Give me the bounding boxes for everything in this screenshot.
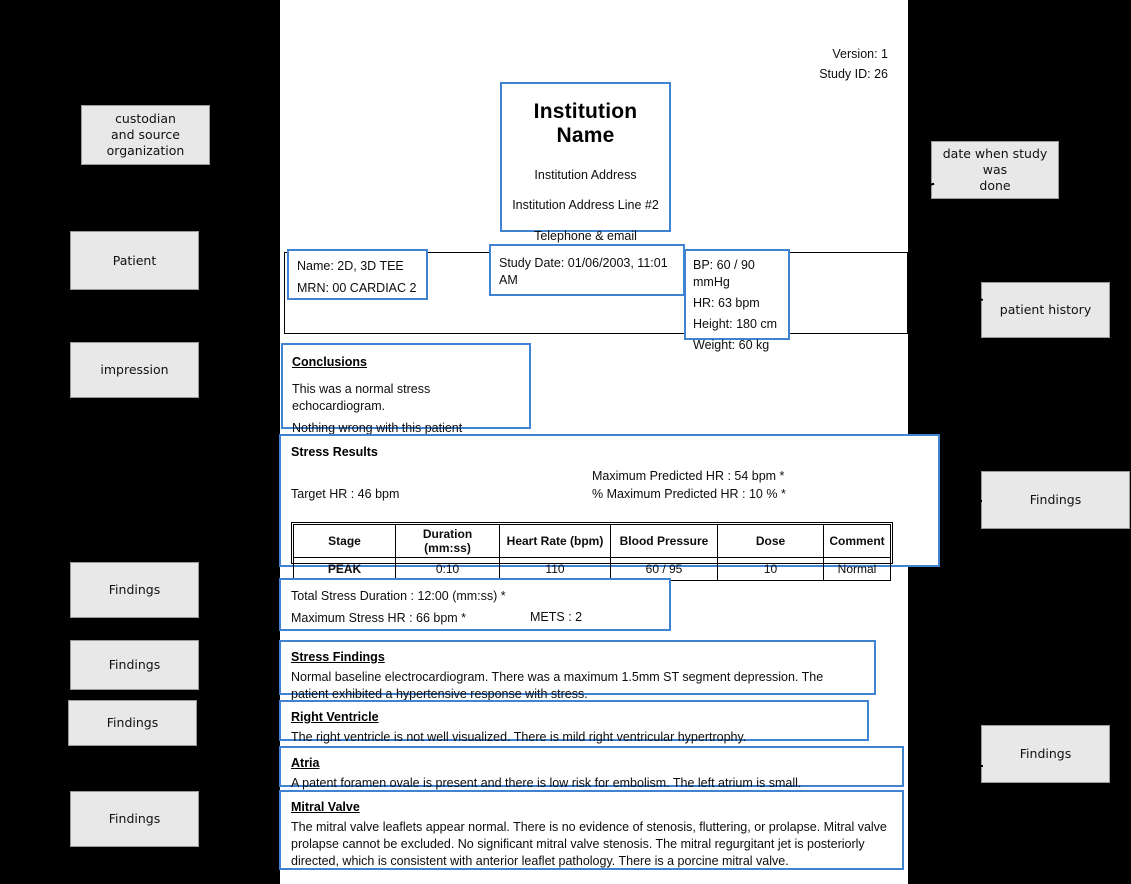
stress-results-table-wrapper: Stage Duration (mm:ss) Heart Rate (bpm) … xyxy=(291,522,893,581)
stress-pct-max-predicted-hr: % Maximum Predicted HR : 10 % * xyxy=(592,487,786,501)
callout-label: Findings xyxy=(1019,746,1072,761)
callout-label: Findings xyxy=(108,657,161,672)
connector-findings-left-2 xyxy=(199,665,281,667)
callout-patient: Patient xyxy=(70,231,199,290)
vitals-bp: BP: 60 / 90 mmHg xyxy=(693,258,755,289)
study-date-block: Study Date: 01/06/2003, 11:01 AM xyxy=(489,244,685,296)
report-page: Version: 1 Study ID: 26 Institution Name… xyxy=(279,0,940,884)
connector-findings-left-4 xyxy=(199,818,281,820)
connector-patient xyxy=(199,271,283,273)
callout-findings-2: Findings xyxy=(70,640,199,690)
institution-name: Institution Name xyxy=(533,100,638,147)
connector-date-study-done xyxy=(904,182,935,192)
mitral-valve-heading: Mitral Valve xyxy=(291,800,360,814)
callout-findings-right-2: Findings xyxy=(981,725,1110,783)
cell-duration: 0:10 xyxy=(395,557,500,581)
stress-findings-block: Stress Findings Normal baseline electroc… xyxy=(279,640,876,701)
cell-heart-rate: 110 xyxy=(499,557,611,581)
stress-summary-block: Total Stress Duration : 12:00 (mm:ss) * … xyxy=(279,578,671,631)
institution-address-1: Institution Address xyxy=(534,168,637,182)
atria-body: A patent foramen ovale is present and th… xyxy=(291,776,802,790)
callout-label: Findings xyxy=(1029,492,1082,507)
maximum-stress-hr: Maximum Stress HR : 66 bpm * xyxy=(291,610,467,625)
vitals-weight: Weight: 60 kg xyxy=(693,337,770,352)
cell-comment: Normal xyxy=(823,557,891,581)
right-ventricle-heading: Right Ventricle xyxy=(291,710,379,724)
callout-label: Patient xyxy=(112,252,157,268)
mets: METS : 2 xyxy=(530,610,583,624)
col-duration: Duration (mm:ss) xyxy=(395,524,500,558)
connector-findings-right-1 xyxy=(938,500,982,502)
table-header-row: Stage Duration (mm:ss) Heart Rate (bpm) … xyxy=(293,524,891,558)
callout-label: impression xyxy=(100,362,169,377)
atria-block: Atria A patent foramen ovale is present … xyxy=(279,746,904,790)
stress-findings-body: Normal baseline electrocardiogram. There… xyxy=(291,670,824,701)
callout-findings-right-1: Findings xyxy=(981,471,1130,529)
right-ventricle-block: Right Ventricle The right ventricle is n… xyxy=(279,700,869,744)
connector-impression xyxy=(199,372,281,374)
vitals-height: Height: 180 cm xyxy=(693,316,778,331)
connector-findings-left-3 xyxy=(197,723,281,725)
col-comment: Comment xyxy=(823,524,891,558)
institution-address-2: Institution Address Line #2 xyxy=(512,198,659,212)
col-heart-rate: Heart Rate (bpm) xyxy=(499,524,611,558)
cell-blood-pressure: 60 / 95 xyxy=(610,557,718,581)
callout-label: patient history xyxy=(999,302,1092,317)
callout-findings-3: Findings xyxy=(68,700,197,746)
right-ventricle-body: The right ventricle is not well visualiz… xyxy=(291,730,747,744)
atria-heading: Atria xyxy=(291,756,320,770)
study-id-label: Study ID: 26 xyxy=(819,67,888,81)
col-dose: Dose xyxy=(717,524,824,558)
connector-findings-right-2 xyxy=(903,765,983,767)
patient-mrn: MRN: 00 CARDIAC 2 xyxy=(297,280,417,295)
callout-impression: impression xyxy=(70,342,199,398)
cell-dose: 10 xyxy=(717,557,824,581)
stress-results-heading: Stress Results xyxy=(291,445,378,459)
vitals-block: BP: 60 / 90 mmHg HR: 63 bpm Height: 180 … xyxy=(684,249,790,352)
stress-max-predicted-hr: Maximum Predicted HR : 54 bpm * xyxy=(592,469,785,483)
stress-results-table: Stage Duration (mm:ss) Heart Rate (bpm) … xyxy=(293,524,891,581)
callout-patient-history: patient history xyxy=(981,282,1110,338)
patient-identity-block: Name: 2D, 3D TEE MRN: 00 CARDIAC 2 xyxy=(287,249,428,300)
connector-custodian xyxy=(209,136,282,140)
callout-custodian-and-source-organization: custodian and source organization xyxy=(81,105,210,165)
mitral-valve-block: Mitral Valve The mitral valve leaflets a… xyxy=(279,790,904,870)
col-stage: Stage xyxy=(293,524,396,558)
report-header-meta: Version: 1 Study ID: 26 xyxy=(819,44,888,84)
version-label: Version: 1 xyxy=(832,47,888,61)
connector-findings-left-1 xyxy=(199,590,281,592)
study-date: Study Date: 01/06/2003, 11:01 AM xyxy=(499,256,668,287)
conclusions-line-1: This was a normal stress echocardiogram. xyxy=(292,382,431,413)
total-stress-duration: Total Stress Duration : 12:00 (mm:ss) * xyxy=(291,589,506,603)
institution-block: Institution Name Institution Address Ins… xyxy=(500,82,671,243)
patient-name: Name: 2D, 3D TEE xyxy=(297,259,404,273)
stress-target-hr: Target HR : 46 bpm xyxy=(291,487,400,501)
callout-label: Findings xyxy=(108,582,161,597)
mitral-valve-body: The mitral valve leaflets appear normal.… xyxy=(291,820,887,868)
conclusions-line-2: Nothing wrong with this patient xyxy=(292,420,463,435)
callout-label: date when study was done xyxy=(942,146,1048,193)
conclusions-heading: Conclusions xyxy=(292,355,368,369)
callout-label: Findings xyxy=(108,811,161,826)
stress-findings-heading: Stress Findings xyxy=(291,650,385,664)
connector-patient-history xyxy=(904,296,983,301)
callout-findings-4: Findings xyxy=(70,791,199,847)
callout-label: custodian and source organization xyxy=(106,111,185,158)
col-blood-pressure: Blood Pressure xyxy=(610,524,718,558)
conclusions-block: Conclusions This was a normal stress ech… xyxy=(281,343,531,452)
callout-findings-1: Findings xyxy=(70,562,199,618)
callout-label: Findings xyxy=(106,715,159,730)
table-row: PEAK 0:10 110 60 / 95 10 Normal xyxy=(293,557,891,581)
vitals-hr: HR: 63 bpm xyxy=(693,295,760,310)
institution-contact: Telephone & email xyxy=(534,229,637,243)
callout-date-when-study-was-done: date when study was done xyxy=(931,141,1059,199)
